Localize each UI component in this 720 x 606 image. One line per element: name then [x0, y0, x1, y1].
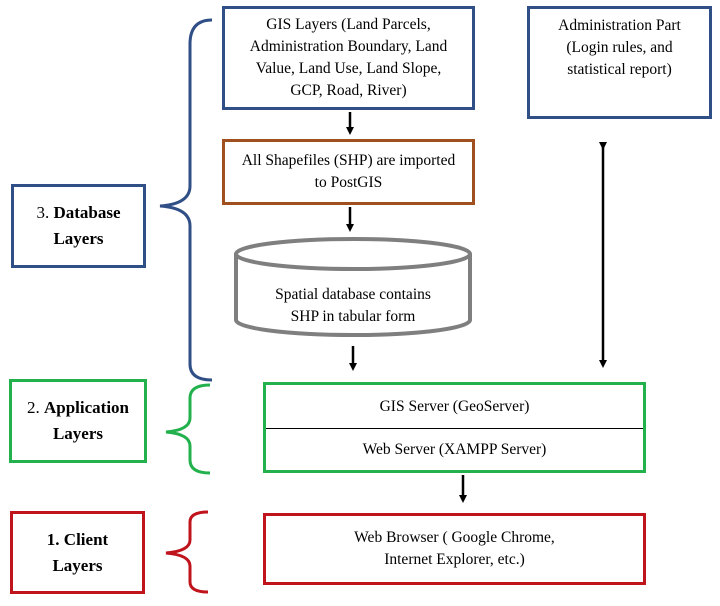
server-divider	[266, 428, 643, 429]
application-server-box: GIS Server (GeoServer) Web Server (XAMPP…	[263, 382, 646, 473]
application-brace	[165, 383, 211, 475]
database-layers-label: 3. Database Layers	[11, 184, 146, 268]
administration-part-box: Administration Part (Login rules, and st…	[527, 6, 712, 119]
client-layers-label: 1. Client Layers	[10, 511, 145, 594]
shapefiles-import-box: All Shapefiles (SHP) are imported to Pos…	[222, 139, 475, 205]
web-server-section: Web Server (XAMPP Server)	[362, 441, 547, 458]
spatial-database-cylinder	[234, 237, 472, 337]
web-browser-box: Web Browser ( Google Chrome, Internet Ex…	[263, 513, 646, 585]
client-brace	[165, 510, 209, 594]
gis-layers-box: GIS Layers (Land Parcels, Administration…	[222, 6, 475, 110]
application-layers-label: 2. Application Layers	[9, 379, 147, 463]
spatial-database-label: Spatial database contains SHP in tabular…	[275, 286, 431, 325]
gis-server-section: GIS Server (GeoServer)	[379, 398, 530, 415]
database-brace	[159, 18, 213, 382]
